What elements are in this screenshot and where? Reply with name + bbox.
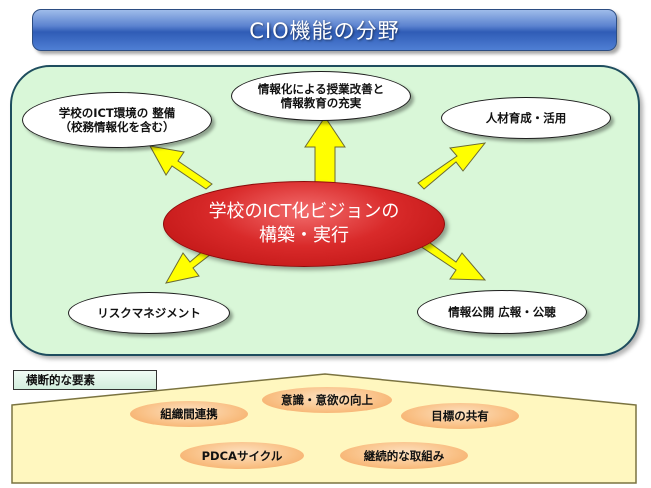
center-line2: 構築・実行: [259, 225, 349, 246]
node-risk: リスクマネジメント: [68, 292, 230, 334]
title-banner: CIO機能の分野: [32, 9, 617, 51]
node-publicity: 情報公開 広報・公聴: [417, 290, 587, 334]
page-title: CIO機能の分野: [249, 19, 400, 43]
pill-initiative: 継続的な取組み: [340, 442, 468, 469]
pill-awareness-label: 意識・意欲の向上: [281, 393, 373, 407]
arrow-to-hr: [417, 142, 487, 190]
node-lesson-line2: 情報教育の充実: [280, 96, 362, 110]
pill-organization: 組織間連携: [130, 401, 248, 427]
pill-initiative-label: 継続的な取組み: [363, 448, 445, 463]
node-school-ict: 学校のICT環境の 整備 （校務情報化を含む）: [22, 92, 212, 148]
cross-elements-label: 横断的な要素: [13, 370, 157, 390]
node-publicity-label: 情報公開 広報・公聴: [448, 304, 556, 319]
pill-awareness: 意識・意欲の向上: [262, 387, 392, 413]
pill-organization-label: 組織間連携: [160, 407, 218, 421]
cross-elements-label-text: 横断的な要素: [26, 373, 95, 387]
pill-goals: 目標の共有: [401, 403, 519, 429]
node-hr: 人材育成・活用: [441, 97, 611, 139]
arrow-to-publicity: [419, 239, 487, 281]
pill-pdca: PDCAサイクル: [180, 442, 304, 469]
center-vision: 学校のICT化ビジョンの 構築・実行: [163, 181, 445, 267]
node-hr-label: 人材育成・活用: [485, 110, 567, 125]
node-lesson-line1: 情報化による授業改善と: [257, 81, 385, 96]
center-line1: 学校のICT化ビジョンの: [208, 200, 400, 222]
arrow-to-lesson: [304, 116, 346, 188]
node-school-ict-line1: 学校のICT環境の 整備: [58, 105, 176, 120]
node-risk-label: リスクマネジメント: [97, 305, 201, 320]
node-lesson: 情報化による授業改善と 情報教育の充実: [231, 71, 411, 121]
pill-pdca-label: PDCAサイクル: [201, 448, 283, 463]
node-school-ict-line2: （校務情報化を含む）: [59, 120, 175, 134]
arrow-to-school-ict: [149, 145, 213, 190]
pill-goals-label: 目標の共有: [431, 409, 489, 423]
